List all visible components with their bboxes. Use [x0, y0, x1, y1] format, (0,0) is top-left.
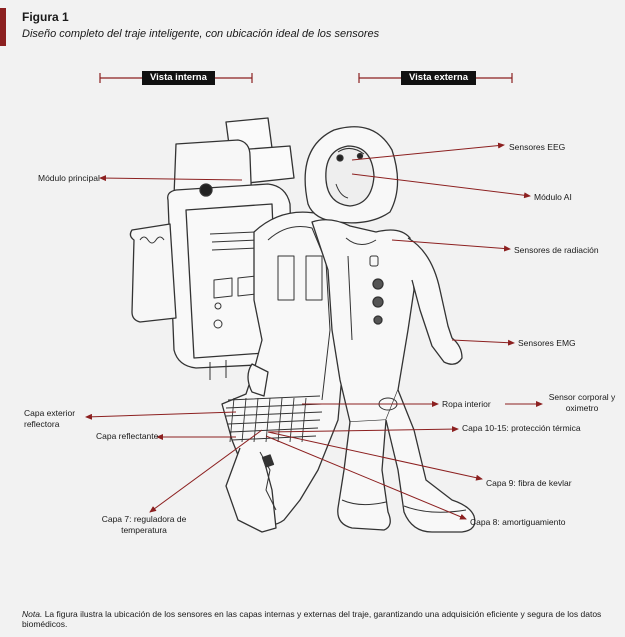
- label-capa-exterior: Capa exterior reflectora: [24, 408, 76, 429]
- label-ropa-interior: Ropa interior: [442, 399, 491, 409]
- note-prefix: Nota.: [22, 609, 43, 619]
- label-capa-9: Capa 9: fibra de kevlar: [486, 478, 572, 488]
- accent-bar: [0, 8, 6, 46]
- label-sensores-radiacion: Sensores de radiación: [514, 245, 599, 255]
- label-modulo-ai: Módulo AI: [534, 192, 572, 202]
- callout-arrows: [85, 142, 543, 520]
- label-sensores-eeg: Sensores EEG: [509, 142, 566, 152]
- internal-suit-illustration: [129, 117, 347, 533]
- label-capa-10-15: Capa 10-15: protección térmica: [462, 423, 581, 433]
- external-view-label: Vista externa: [401, 71, 476, 85]
- label-capa-8: Capa 8: amortiguamiento: [470, 517, 566, 527]
- label-sensores-emg: Sensores EMG: [518, 338, 576, 348]
- figure-note: Nota. La figura ilustra la ubicación de …: [22, 609, 625, 629]
- note-text: La figura ilustra la ubicación de los se…: [22, 609, 602, 629]
- figure-number: Figura 1: [22, 10, 69, 24]
- external-suit-illustration: [304, 126, 476, 533]
- label-sensor-corporal: Sensor corporal y oximetro: [548, 392, 616, 413]
- figure-title: Diseño completo del traje inteligente, c…: [22, 28, 380, 40]
- label-capa-reflectante: Capa reflectante: [96, 431, 159, 441]
- internal-view-label: Vista interna: [142, 71, 215, 85]
- label-modulo-principal: Módulo principal: [38, 173, 100, 183]
- label-capa-7: Capa 7: reguladora de temperatura: [101, 514, 187, 535]
